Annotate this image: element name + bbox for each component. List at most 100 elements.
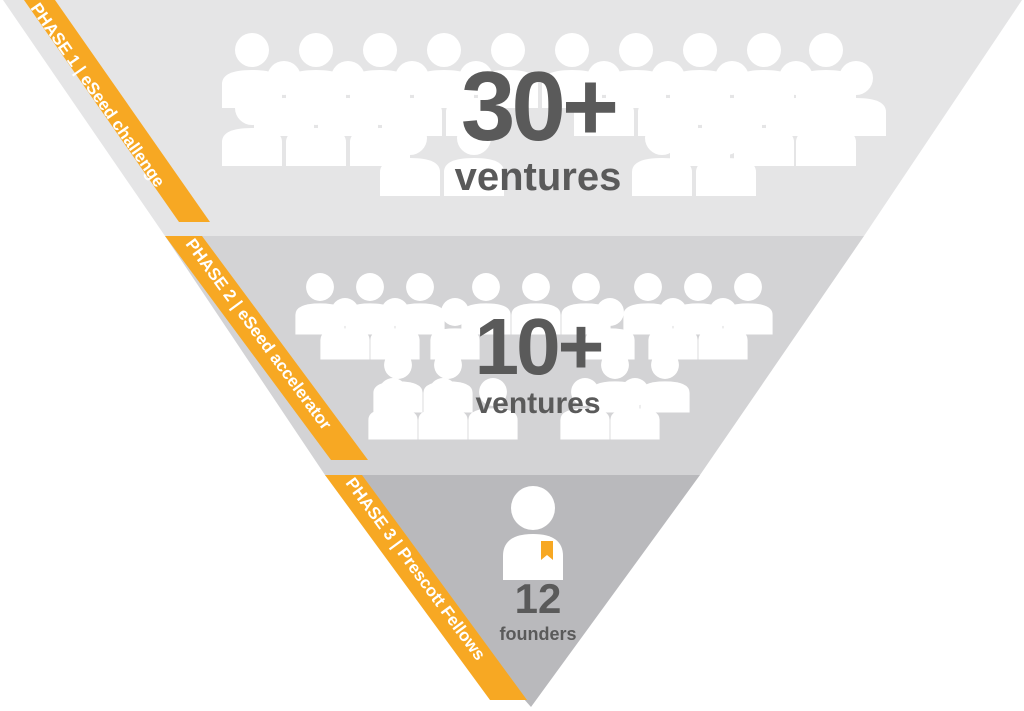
person-silhouette — [734, 273, 762, 301]
person-silhouette — [809, 91, 843, 125]
person-silhouette — [384, 351, 412, 379]
person-silhouette — [560, 408, 610, 440]
person-silhouette — [734, 128, 794, 166]
person-silhouette — [459, 61, 493, 95]
person-silhouette — [779, 61, 813, 95]
person-silhouette — [286, 70, 346, 108]
person-silhouette — [698, 328, 748, 360]
tier-3-band — [325, 475, 700, 707]
person-silhouette — [318, 98, 378, 136]
person-silhouette — [370, 328, 420, 360]
person-silhouette — [395, 61, 429, 95]
person-silhouette — [457, 121, 491, 155]
phase-2-unit: ventures — [475, 387, 600, 420]
person-silhouette — [299, 91, 333, 125]
person-silhouette — [606, 70, 666, 108]
person-silhouette — [368, 408, 418, 440]
person-silhouette — [587, 61, 621, 95]
person-silhouette — [222, 70, 282, 108]
person-silhouette — [382, 98, 442, 136]
person-silhouette — [640, 381, 690, 413]
person-silhouette — [444, 158, 504, 196]
person-silhouette — [380, 158, 440, 196]
person-silhouette — [429, 378, 457, 406]
person-silhouette — [670, 70, 730, 108]
person-silhouette — [610, 408, 660, 440]
fellow-person-icon — [503, 486, 563, 580]
person-silhouette — [555, 33, 589, 67]
people-crowd-icon — [222, 33, 886, 196]
person-silhouette — [796, 128, 856, 166]
person-silhouette — [645, 121, 679, 155]
person-silhouette — [235, 33, 269, 67]
phase-2-ribbon — [165, 236, 368, 460]
person-silhouette — [522, 273, 550, 301]
person-silhouette — [331, 61, 365, 95]
person-silhouette — [363, 33, 397, 67]
person-silhouette — [542, 70, 602, 108]
person-silhouette — [331, 298, 359, 326]
person-silhouette — [379, 378, 407, 406]
person-silhouette — [734, 70, 794, 108]
person-silhouette — [747, 33, 781, 67]
person-silhouette — [601, 351, 629, 379]
person-silhouette — [651, 351, 679, 379]
person-silhouette — [491, 33, 525, 67]
person-silhouette — [446, 98, 506, 136]
person-silhouette — [350, 70, 410, 108]
person-silhouette — [839, 61, 873, 95]
person-silhouette — [696, 158, 756, 196]
person-silhouette — [414, 70, 474, 108]
person-silhouette — [222, 128, 282, 166]
person-silhouette — [430, 328, 480, 360]
person-silhouette — [632, 158, 692, 196]
person-silhouette — [683, 91, 717, 125]
person-silhouette — [235, 91, 269, 125]
person-silhouette — [651, 61, 685, 95]
phase-3-ribbon — [325, 475, 527, 700]
person-silhouette — [461, 303, 511, 335]
person-silhouette — [479, 378, 507, 406]
person-silhouette — [406, 273, 434, 301]
person-silhouette — [619, 33, 653, 67]
person-silhouette — [427, 33, 461, 67]
person-silhouette — [659, 298, 687, 326]
people-group-icon — [295, 273, 773, 440]
phase-3-count: 12 — [515, 575, 562, 622]
phase-3-unit: founders — [499, 624, 576, 644]
phase-1-ribbon — [24, 0, 210, 222]
person-silhouette — [596, 298, 624, 326]
person-silhouette — [572, 273, 600, 301]
person-silhouette — [468, 408, 518, 440]
person-silhouette — [809, 33, 843, 67]
person-silhouette — [434, 351, 462, 379]
person-silhouette — [585, 328, 635, 360]
person-silhouette — [418, 408, 468, 440]
person-silhouette — [381, 298, 409, 326]
person-silhouette — [574, 98, 634, 136]
person-silhouette — [299, 33, 333, 67]
person-silhouette — [363, 91, 397, 125]
person-silhouette — [441, 298, 469, 326]
person-silhouette — [715, 61, 749, 95]
person-silhouette — [478, 70, 538, 108]
person-silhouette — [709, 298, 737, 326]
phase-2-count: 10+ — [475, 302, 602, 391]
person-silhouette — [286, 128, 346, 166]
person-silhouette — [684, 273, 712, 301]
phase-1-count: 30+ — [461, 51, 616, 161]
person-silhouette — [634, 273, 662, 301]
person-silhouette — [511, 303, 561, 335]
person-silhouette — [254, 98, 314, 136]
person-silhouette — [356, 273, 384, 301]
phase-1-unit: ventures — [455, 155, 622, 199]
person-silhouette — [267, 61, 301, 95]
person-silhouette — [472, 273, 500, 301]
person-silhouette — [571, 378, 599, 406]
person-silhouette — [393, 121, 427, 155]
person-silhouette — [306, 273, 334, 301]
person-silhouette — [709, 121, 743, 155]
person-silhouette — [747, 91, 781, 125]
person-silhouette — [621, 378, 649, 406]
